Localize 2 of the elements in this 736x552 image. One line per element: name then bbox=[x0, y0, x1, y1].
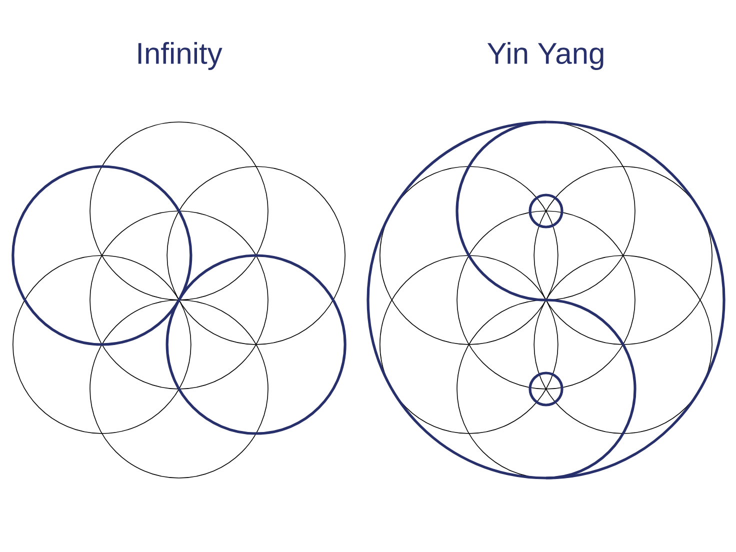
title: Infinity bbox=[138, 42, 222, 70]
title: Yin Yang bbox=[487, 42, 604, 70]
